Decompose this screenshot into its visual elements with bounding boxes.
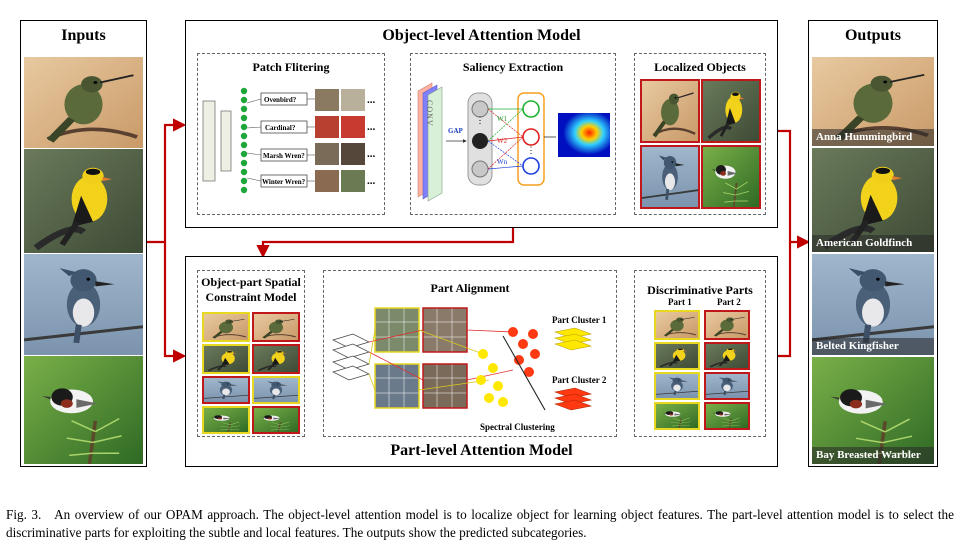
disc-part-4a xyxy=(654,402,700,430)
localized-hummingbird xyxy=(640,79,700,143)
patch-label-cardinal: Cardinal? xyxy=(265,124,296,132)
localized-warbler xyxy=(701,145,761,209)
spatial-part-4a xyxy=(202,406,250,434)
output-hummingbird: Anna Hummingbird xyxy=(812,57,934,146)
patch-ellipsis-3: ... xyxy=(367,148,376,160)
disc-part-1a xyxy=(654,310,700,340)
output-warbler: Bay Breasted Warbler xyxy=(812,357,934,464)
outputs-title: Outputs xyxy=(844,27,902,44)
part-cluster-2-label: Part Cluster 2 xyxy=(552,375,607,385)
discriminative-parts-title: Discriminative Parts xyxy=(647,283,753,297)
spatial-part-1a xyxy=(202,312,250,342)
spatial-title-line2: Constraint Model xyxy=(205,290,297,304)
localized-kingfisher xyxy=(640,145,700,209)
part-2-label: Part 2 xyxy=(717,297,741,307)
output-goldfinch: American Goldfinch xyxy=(812,148,934,252)
patch-filtering-title: Patch Flitering xyxy=(252,60,330,74)
weight-w2: W2 xyxy=(497,137,508,145)
part-1-label: Part 1 xyxy=(668,297,692,307)
svg-text:⋮: ⋮ xyxy=(527,145,536,155)
gap-label: GAP xyxy=(448,127,463,135)
disc-part-3b xyxy=(704,372,750,400)
saliency-extraction-box: Saliency Extraction xyxy=(410,53,616,215)
weight-wn: Wn xyxy=(497,158,508,166)
part-level-title: Part-level Attention Model xyxy=(390,442,573,459)
disc-part-2b xyxy=(704,342,750,370)
patch-ellipsis-1: ... xyxy=(367,94,376,106)
patch-ellipsis-2: ... xyxy=(367,121,376,133)
input-image-kingfisher xyxy=(24,254,143,355)
spatial-part-3b xyxy=(252,376,300,404)
caption-fig-number: Fig. 3. xyxy=(6,507,42,522)
disc-part-1b xyxy=(704,310,750,340)
part-alignment-graph xyxy=(332,307,593,411)
saliency-network: ⋮ ⋮ xyxy=(417,82,610,202)
object-level-title: Object-level Attention Model xyxy=(382,27,581,44)
disc-part-3a xyxy=(654,372,700,400)
output-kingfisher: Belted Kingfisher xyxy=(812,254,934,355)
localized-goldfinch xyxy=(701,79,761,143)
patch-ellipsis-4: ... xyxy=(367,175,376,187)
output-label-kingfisher: Belted Kingfisher xyxy=(812,338,934,355)
weight-w1: W1 xyxy=(497,115,508,123)
spatial-part-2b xyxy=(252,344,300,374)
conv-label: CONV xyxy=(425,100,434,127)
input-image-hummingbird xyxy=(24,57,143,148)
part-alignment-title: Part Alignment xyxy=(430,281,510,295)
figure-caption: Fig. 3. An overview of our OPAM approach… xyxy=(6,506,954,542)
spatial-part-2a xyxy=(202,344,250,374)
spatial-title-line1: Object-part Spatial xyxy=(201,275,301,289)
disc-part-4b xyxy=(704,402,750,430)
input-image-goldfinch xyxy=(24,149,143,253)
patch-filtering-network xyxy=(202,87,365,194)
caption-text: An overview of our OPAM approach. The ob… xyxy=(6,507,954,540)
output-label-warbler: Bay Breasted Warbler xyxy=(812,447,934,464)
inputs-title: Inputs xyxy=(61,27,106,44)
output-label-hummingbird: Anna Hummingbird xyxy=(812,129,934,146)
input-image-warbler xyxy=(24,356,143,464)
disc-part-2a xyxy=(654,342,700,370)
output-label-goldfinch: American Goldfinch xyxy=(812,235,934,252)
patch-label-winter-wren: Winter Wren? xyxy=(262,178,306,186)
saliency-extraction-title: Saliency Extraction xyxy=(462,60,564,74)
localized-objects-title: Localized Objects xyxy=(654,60,746,74)
spatial-part-4b xyxy=(252,406,300,434)
spectral-clustering-label: Spectral Clustering xyxy=(480,422,555,432)
spatial-part-1b xyxy=(252,312,300,342)
part-cluster-1-label: Part Cluster 1 xyxy=(552,315,607,325)
svg-text:⋮: ⋮ xyxy=(476,115,485,125)
patch-label-marsh-wren: Marsh Wren? xyxy=(263,152,305,160)
patch-label-ovenbird: Ovenbird? xyxy=(264,96,297,104)
spatial-part-3a xyxy=(202,376,250,404)
